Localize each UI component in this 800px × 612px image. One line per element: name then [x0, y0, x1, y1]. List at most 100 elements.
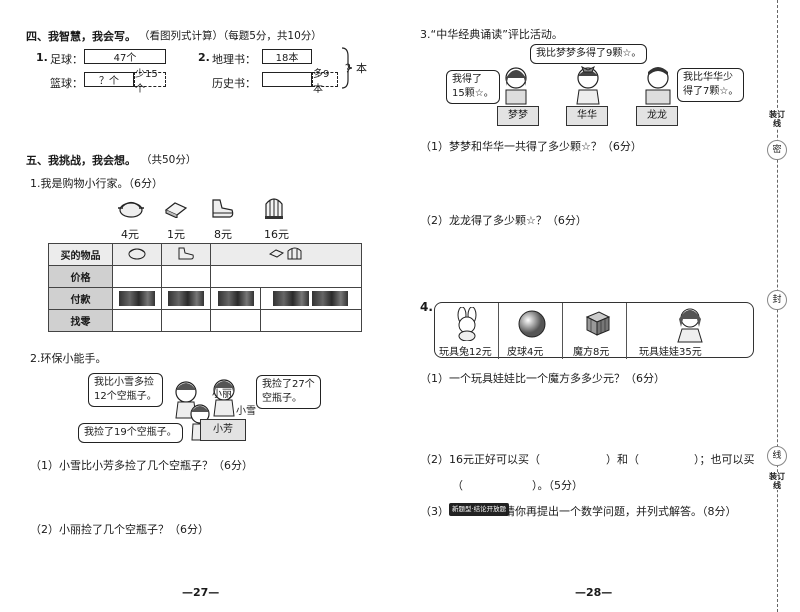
table-cell — [161, 287, 212, 310]
child-huahua-icon — [576, 65, 600, 105]
toy-price-panel: 玩具兔12元 皮球4元 魔方8元 玩具娃娃35元 — [434, 302, 754, 359]
table-row: 价格 — [48, 265, 362, 288]
history-more-bar: 多9本 — [312, 69, 338, 95]
question4-sub3-text: 请你再提出一个数学问题，并列式解答。（8分） — [504, 505, 737, 518]
name-longlong: 龙龙 — [636, 106, 678, 126]
new-question-type-badge: 新题型·结论开放题 — [449, 503, 510, 516]
table-cell — [210, 287, 261, 310]
answer-cell[interactable] — [259, 309, 363, 332]
item-price: 16元 — [264, 228, 289, 241]
table-row-label: 付款 — [48, 287, 113, 310]
child-longlong-icon — [645, 67, 671, 105]
bubble-line: 我比小雪多捡 — [94, 377, 154, 388]
geography-bar: 18本 — [262, 49, 312, 64]
bubble-line: 我比华华少 — [683, 72, 733, 83]
shopping-table: 买的物品 价格 付款 找零 — [48, 243, 363, 332]
banknote-icon — [217, 291, 254, 306]
question3-sub2: （2）龙龙得了多少颗☆？（6分） — [420, 214, 587, 227]
birdcage-icon — [265, 198, 283, 219]
question4-sub2-part-e: ）。（5分） — [532, 479, 583, 492]
toy-label-rabbit: 玩具兔12元 — [439, 347, 492, 358]
table-row: 找零 — [48, 309, 363, 332]
problem2-number: 2. — [198, 51, 210, 64]
brace-icon — [341, 47, 353, 89]
bubble-line: 12个空瓶子。 — [94, 391, 157, 402]
bubble-line: 得了7颗☆。 — [683, 86, 739, 97]
table-cell — [161, 243, 212, 266]
bubble-line: 我捡了27个 — [262, 379, 315, 390]
pot-icon — [118, 201, 144, 218]
question3-sub1: （1）梦梦和华华一共得了多少颗☆？（6分） — [420, 140, 642, 153]
section5-note: （共50分） — [141, 154, 197, 166]
section4-note: （看图列式计算）（每题5分，共10分） — [139, 30, 322, 42]
table-cell — [259, 287, 363, 310]
pot-icon — [128, 248, 146, 260]
football-label: 足球： — [50, 53, 83, 66]
shoe-icon — [178, 247, 195, 260]
question4-sub2-part-c: ）；也可以买 — [694, 453, 755, 466]
shoe-icon — [212, 199, 234, 218]
ball-icon — [518, 310, 546, 338]
geography-label: 地理书： — [212, 53, 256, 66]
speech-bubble-xiaoli: 我比小雪多捡 12个空瓶子。 — [88, 373, 163, 407]
table-row: 付款 — [48, 287, 363, 310]
section5-title: 五、我挑战，我会想。 — [26, 154, 136, 167]
item-price: 4元 — [121, 228, 139, 241]
answer-cell[interactable] — [111, 265, 163, 288]
table-cell — [111, 243, 163, 266]
magic-cube-icon — [585, 311, 611, 336]
speech-bubble-xiaofang: 我捡了19个空瓶子。 — [78, 423, 183, 443]
basketball-label: 篮球： — [50, 77, 83, 90]
doll-icon — [677, 308, 703, 343]
binding-label-bottom: 装订线 — [768, 472, 786, 490]
question3-title: 3.“中华经典诵读”评比活动。 — [420, 28, 563, 41]
item-price: 1元 — [167, 228, 185, 241]
binding-mark-bottom: 线 — [767, 446, 787, 466]
problem1-number: 1. — [36, 51, 48, 64]
question2-title: 2.环保小能手。 — [30, 352, 107, 365]
eraser-icon — [164, 202, 188, 218]
question4-sub1: （1）一个玩具娃娃比一个魔方多多少元？（6分） — [420, 372, 665, 385]
table-row-label: 价格 — [48, 265, 113, 288]
child-mengmeng-icon — [505, 67, 527, 105]
bubble-line: 我得了 — [452, 74, 482, 85]
history-label: 历史书： — [212, 77, 256, 90]
banknote-icon — [312, 291, 349, 306]
answer-cell[interactable] — [111, 309, 163, 332]
toy-rabbit-icon — [457, 307, 477, 341]
question2-sub1: （1）小雪比小芳多捡了几个空瓶子？（6分） — [30, 459, 253, 472]
question1-title: 1.我是购物小行家。（6分） — [30, 177, 163, 190]
toy-label-cube: 魔方8元 — [573, 347, 610, 358]
speech-bubble-longlong: 我比华华少 得了7颗☆。 — [677, 68, 745, 102]
table-row: 买的物品 — [48, 243, 362, 266]
history-bar — [262, 72, 312, 87]
question4-number: 4. — [420, 300, 433, 314]
binding-mark-middle: 封 — [767, 290, 787, 310]
binding-mark-top: 密 — [767, 140, 787, 160]
question4-sub3-number: （3） — [420, 505, 449, 518]
bubble-line: 15颗☆。 — [452, 88, 494, 99]
toy-label-doll: 玩具娃娃35元 — [639, 347, 702, 358]
answer-cell[interactable] — [161, 265, 212, 288]
table-row-label: 买的物品 — [48, 243, 113, 266]
toy-label-ball: 皮球4元 — [507, 347, 544, 358]
name-huahua: 华华 — [566, 106, 608, 126]
speech-bubble-xiaoxue: 我捡了27个 空瓶子。 — [256, 375, 321, 409]
toy-cell — [499, 303, 563, 359]
eraser-and-birdcage-icon — [269, 247, 302, 260]
name-xiaofang: 小芳 — [200, 419, 246, 441]
answer-cell[interactable] — [161, 309, 212, 332]
banknote-icon — [168, 291, 205, 306]
basketball-bar: ？个 — [84, 72, 134, 87]
answer-cell[interactable] — [210, 265, 362, 288]
page-number-right: —28— — [575, 586, 613, 599]
question2-sub2: （2）小丽捡了几个空瓶子？（6分） — [30, 523, 209, 536]
answer-cell[interactable] — [210, 309, 261, 332]
banknote-icon — [273, 291, 310, 306]
item-price: 8元 — [214, 228, 232, 241]
question4-sub2-part-d: （ — [452, 479, 463, 492]
brace-label: ？本 — [345, 62, 367, 75]
page-number-left: —27— — [182, 586, 220, 599]
name-xiaoli: 小丽 — [212, 389, 232, 400]
section4-title: 四、我智慧，我会写。 — [26, 30, 136, 43]
